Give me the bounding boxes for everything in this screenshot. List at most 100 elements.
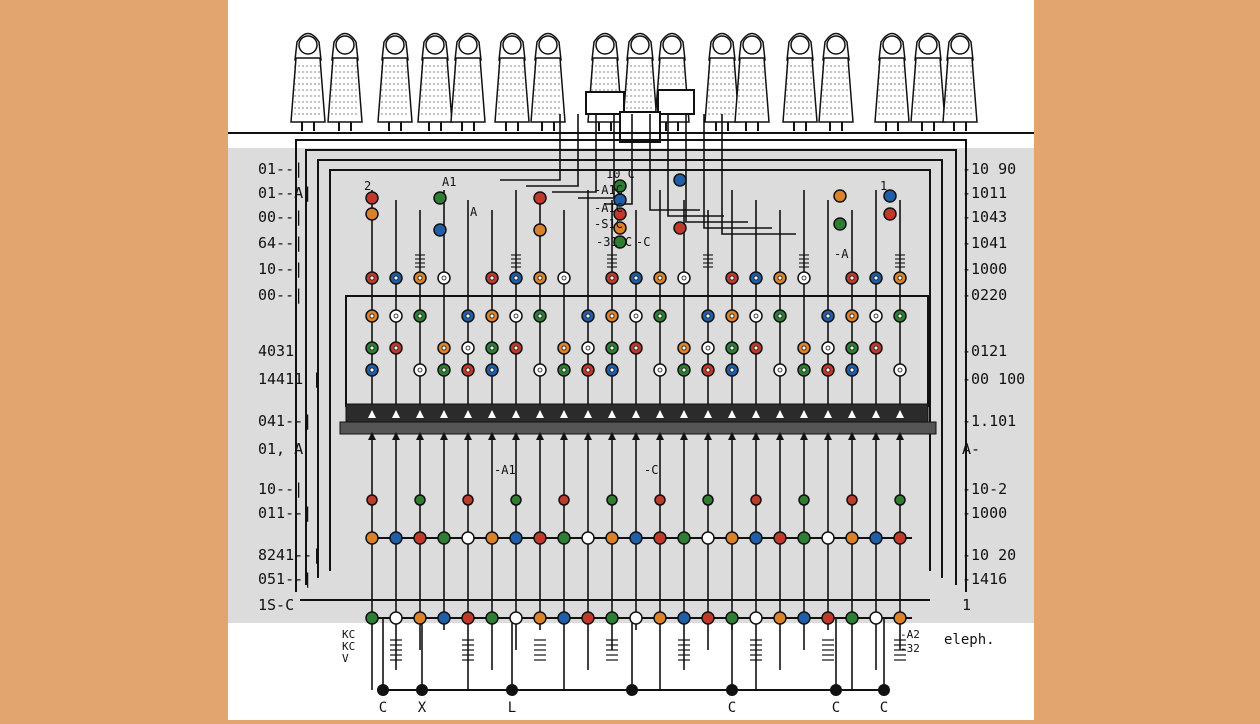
figure-headscarf [381, 32, 409, 61]
bottom-left-note: V [342, 652, 349, 665]
bottom-label: C [880, 700, 888, 716]
node [673, 221, 687, 235]
shaded-background [228, 148, 1034, 623]
node [833, 189, 847, 203]
node [653, 611, 667, 625]
bottom-label: L [508, 700, 516, 716]
arrow-head [704, 432, 712, 440]
arrow-head [656, 432, 664, 440]
node-center [537, 367, 543, 373]
arrow-head [608, 432, 616, 440]
right-label: -0220 [962, 286, 1007, 304]
node [389, 531, 403, 545]
terminal-dot [377, 684, 389, 696]
figure-headscarf [591, 32, 619, 61]
arrow-head [800, 410, 808, 418]
figure-headscarf [914, 32, 942, 61]
node-center [897, 367, 903, 373]
node-center [537, 275, 543, 281]
node-center [609, 275, 615, 281]
node [701, 611, 715, 625]
node [433, 191, 447, 205]
left-label: 10--| [258, 480, 303, 498]
node [750, 494, 762, 506]
node [613, 207, 627, 221]
terminal-dot [416, 684, 428, 696]
figure-headscarf [878, 32, 906, 61]
node-center [729, 345, 735, 351]
figure-head [826, 35, 846, 55]
bottom-left-note: KC [342, 640, 355, 653]
node-center [705, 367, 711, 373]
labels-group: 01--|01--A|00--|64--|10--|00--|403114411… [258, 160, 1025, 716]
figure-head [790, 35, 810, 55]
arrow-head [560, 410, 568, 418]
left-label: 00--| [258, 208, 303, 226]
left-label: 14411 | [258, 370, 321, 388]
figure-icon [290, 32, 326, 131]
node-center [369, 367, 375, 373]
right-label: -00 100 [962, 370, 1025, 388]
node-center [801, 367, 807, 373]
arrow-head [632, 410, 640, 418]
node [533, 223, 547, 237]
node [613, 193, 627, 207]
arrow-head [584, 410, 592, 418]
figure-head [662, 35, 682, 55]
figure-headscarf [454, 32, 482, 61]
arrow-head [488, 432, 496, 440]
figure-head [298, 35, 318, 55]
figure-head [335, 35, 355, 55]
right-label: -0121 [962, 342, 1007, 360]
node [846, 494, 858, 506]
node [821, 611, 835, 625]
node-center [897, 275, 903, 281]
figure-icon [782, 32, 818, 131]
node [845, 611, 859, 625]
node-center [633, 313, 639, 319]
right-label: -10 90 [962, 160, 1016, 178]
node [893, 611, 907, 625]
node-center [873, 313, 879, 319]
figure-headscarf [534, 32, 562, 61]
figure-headscarf [946, 32, 974, 61]
bottom-label: C [728, 700, 736, 716]
left-label: 041--| [258, 412, 312, 430]
arrow-head [824, 432, 832, 440]
node [821, 531, 835, 545]
node [869, 611, 883, 625]
arrow-head [464, 410, 472, 418]
node-center [489, 313, 495, 319]
node [749, 531, 763, 545]
node [365, 191, 379, 205]
terminal-icon [585, 91, 625, 115]
connector-bar [339, 421, 937, 435]
arrow-head [848, 432, 856, 440]
figure-head [502, 35, 522, 55]
node-center [897, 313, 903, 319]
center-tag: -C [636, 235, 650, 249]
node [613, 221, 627, 235]
node-center [777, 367, 783, 373]
feed-line [703, 114, 772, 229]
node-center [633, 345, 639, 351]
left-label: 01--A| [258, 184, 312, 202]
node-center [609, 367, 615, 373]
node-center [513, 313, 519, 319]
figure-icon [942, 32, 978, 131]
node-center [681, 345, 687, 351]
node [557, 611, 571, 625]
bottom-label: C [379, 700, 387, 716]
feed-line [667, 114, 724, 217]
node-center [417, 275, 423, 281]
figure-icon [377, 32, 413, 131]
arrow-head [368, 432, 376, 440]
arrow-head [440, 410, 448, 418]
node-center [873, 345, 879, 351]
figure-icon [587, 32, 623, 131]
node-center [441, 367, 447, 373]
node [613, 235, 627, 249]
center-tag: -S1C [594, 217, 623, 231]
figure-icon [874, 32, 910, 131]
node [533, 611, 547, 625]
